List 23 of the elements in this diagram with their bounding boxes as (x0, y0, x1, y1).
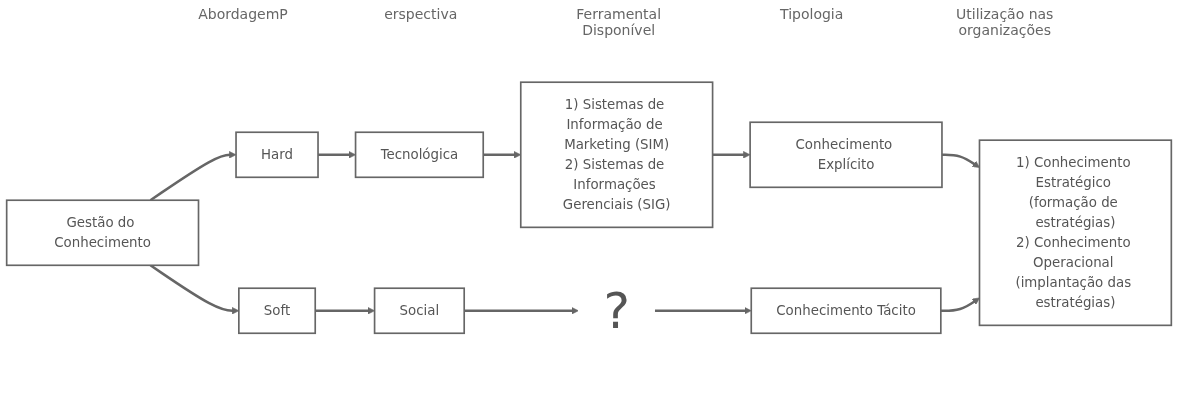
column-header: Utilização nas organizações (955, 6, 1055, 40)
arrow (149, 151, 237, 202)
node-box: Tecnológica (354, 131, 485, 179)
node-box: 1) Conhecimento Estratégico (formação de estratégias) 2) Conhecimento Operacional (implantação das estratégias) (978, 139, 1173, 327)
arrow (315, 307, 375, 315)
column-header: erspectiva (384, 6, 458, 24)
node-box: Conhecimento Explícito (749, 121, 943, 189)
node-box: Hard (235, 131, 319, 179)
column-header: AbordagemP (198, 6, 288, 24)
arrow (940, 297, 980, 312)
arrow (318, 151, 356, 159)
node-box: Social (373, 287, 466, 335)
node-box: 1) Sistemas de Informação de Marketing (SIM) 2) Sistemas de Informações Gerenciais (SIG) (519, 81, 714, 229)
node-box: Soft (238, 287, 317, 335)
arrow (941, 153, 980, 168)
node-box: Gestão do Conhecimento (5, 199, 200, 267)
node-text: ? (603, 281, 630, 340)
node-box: Conhecimento Tácito (750, 287, 942, 335)
arrow (464, 307, 579, 315)
arrow (655, 307, 752, 315)
column-header: Ferramental Disponível (575, 6, 663, 40)
column-header: Tipologia (780, 6, 844, 24)
arrow (712, 151, 751, 159)
